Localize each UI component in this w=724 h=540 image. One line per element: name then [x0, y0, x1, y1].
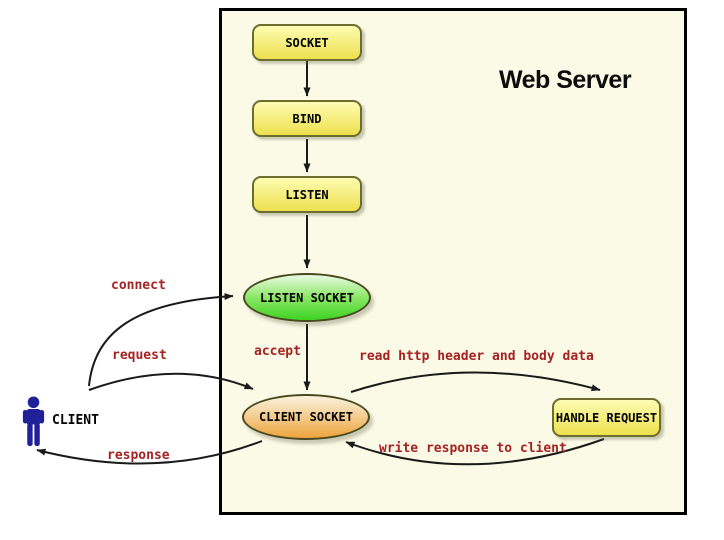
node-listen: LISTEN [252, 176, 362, 213]
edge-connect-arrow [88, 293, 234, 387]
edge-label-accept: accept [254, 344, 301, 359]
edge-label-read-http: read http header and body data [359, 349, 594, 364]
node-handle-request: HANDLE REQUEST [552, 398, 661, 437]
edge-label-response: response [107, 448, 170, 463]
node-bind-label: BIND [292, 111, 322, 126]
edge-label-write-response: write response to client [379, 441, 567, 456]
server-title: Web Server [498, 66, 632, 94]
edge-label-connect: connect [111, 278, 166, 293]
node-socket-label: SOCKET [285, 35, 329, 50]
client-actor-label: CLIENT [52, 413, 99, 428]
node-bind: BIND [252, 100, 362, 137]
client-person-icon [22, 396, 45, 447]
node-listen-label: LISTEN [285, 187, 329, 202]
node-listen-socket: LISTEN SOCKET [243, 273, 371, 322]
node-client-socket: CLIENT SOCKET [242, 394, 370, 440]
edge-label-request: request [112, 348, 167, 363]
node-handle-request-label: HANDLE REQUEST [555, 410, 658, 425]
node-listen-socket-label: LISTEN SOCKET [260, 290, 354, 305]
node-socket: SOCKET [252, 24, 362, 61]
node-client-socket-label: CLIENT SOCKET [259, 410, 353, 424]
